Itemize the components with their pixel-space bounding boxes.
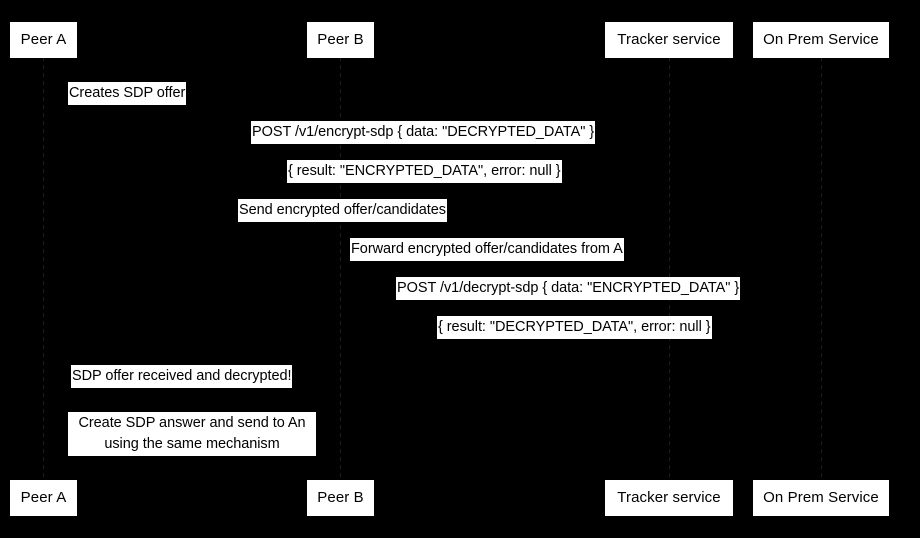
message-create-sdp-answer-line-1: Create SDP answer and send to An [78,415,306,431]
message-creates-sdp-offer[interactable]: Creates SDP offer [68,82,187,105]
participant-footer-peer-a[interactable]: Peer A [10,480,77,516]
participant-footer-on-prem-service[interactable]: On Prem Service [753,480,889,516]
message-sdp-offer-received[interactable]: SDP offer received and decrypted! [71,365,293,388]
message-post-encrypt-sdp[interactable]: POST /v1/encrypt-sdp { data: "DECRYPTED_… [251,121,596,144]
participant-header-tracker-service[interactable]: Tracker service [605,22,733,58]
lifeline-tracker-service [669,57,670,480]
message-send-encrypted-offer[interactable]: Send encrypted offer/candidates [238,199,447,222]
lifeline-peer-a [43,57,44,480]
participant-header-peer-a[interactable]: Peer A [10,22,77,58]
participant-footer-peer-b[interactable]: Peer B [307,480,374,516]
message-post-decrypt-sdp[interactable]: POST /v1/decrypt-sdp { data: "ENCRYPTED_… [396,277,741,300]
participant-header-peer-b[interactable]: Peer B [307,22,374,58]
message-decrypt-sdp-result[interactable]: { result: "DECRYPTED_DATA", error: null … [437,316,712,339]
message-forward-encrypted-offer[interactable]: Forward encrypted offer/candidates from … [350,238,624,261]
lifeline-on-prem-service [821,57,822,480]
message-create-sdp-answer[interactable]: Create SDP answer and send to An using t… [68,412,316,456]
message-create-sdp-answer-line-2: using the same mechanism [104,436,280,452]
participant-header-on-prem-service[interactable]: On Prem Service [753,22,889,58]
message-encrypt-sdp-result[interactable]: { result: "ENCRYPTED_DATA", error: null … [287,160,562,183]
lifeline-peer-b [340,57,341,480]
participant-footer-tracker-service[interactable]: Tracker service [605,480,733,516]
